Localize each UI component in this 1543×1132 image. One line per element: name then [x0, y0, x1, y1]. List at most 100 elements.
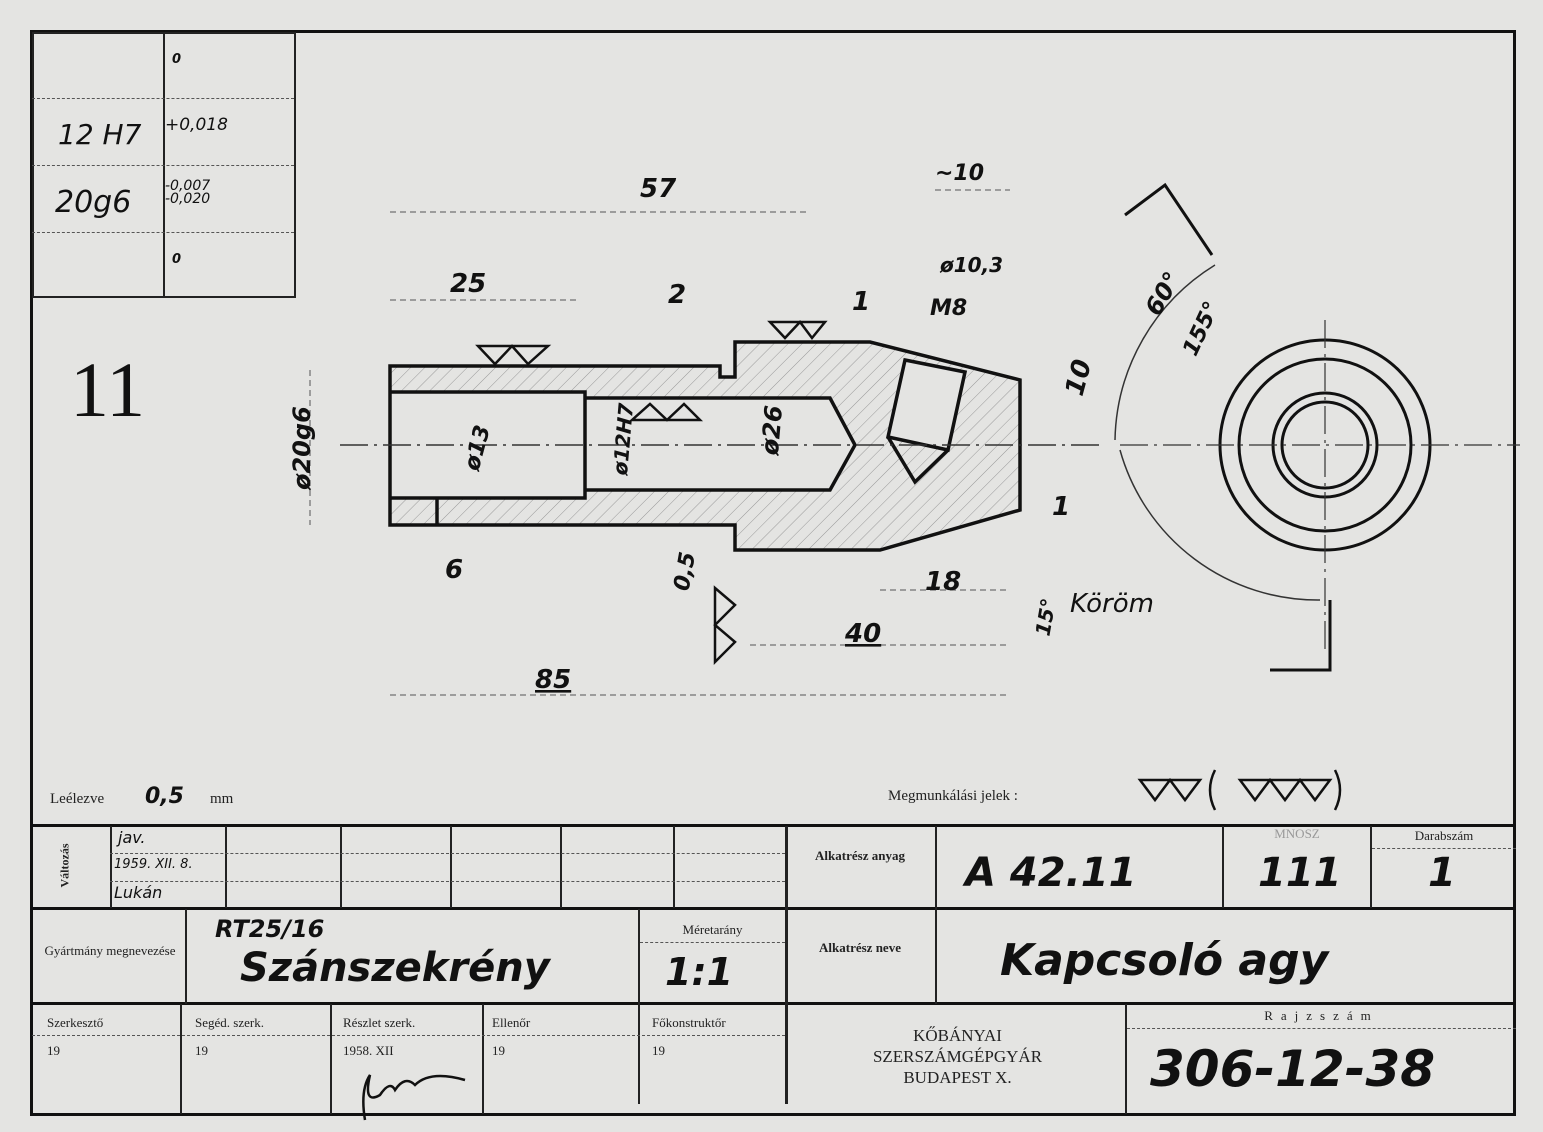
- dim-12h7: ø12H7: [608, 402, 638, 477]
- company-line: SZERSZÁMGÉPGYÁR: [872, 1047, 1043, 1066]
- divider: [560, 826, 562, 908]
- tolerance-fit: 12 H7: [58, 118, 142, 151]
- role-label: Segéd. szerk.: [195, 1015, 264, 1030]
- dim-26: ø26: [756, 404, 788, 457]
- company-line: BUDAPEST X.: [903, 1068, 1012, 1087]
- dim-10-3: ø10,3: [939, 253, 1003, 277]
- divider: [180, 1004, 182, 1114]
- divider: [330, 1004, 332, 1114]
- standard-label: MNOSZ: [1274, 826, 1320, 841]
- angle-155: 155°: [1178, 298, 1225, 360]
- divider: [1125, 1004, 1127, 1114]
- machining-label: Megmunkálási jelek :: [888, 788, 1018, 804]
- part-name-label: Alkatrész neve: [819, 940, 901, 955]
- dim-10-top: ~10: [935, 161, 984, 186]
- role-label: Részlet szerk.: [343, 1015, 416, 1030]
- row-line: [110, 853, 785, 854]
- material-value: A 42.11: [965, 850, 1137, 896]
- quantity-value: 1: [1428, 850, 1456, 896]
- drawing-number: 306-12-38: [1150, 1040, 1436, 1098]
- standard-value: 111: [1258, 850, 1342, 896]
- divider: [935, 826, 937, 1004]
- title-block-line: [32, 1002, 1516, 1005]
- angle-15: 15°: [1031, 596, 1061, 637]
- surface-finish-symbols: [475, 320, 828, 666]
- divider: [673, 826, 675, 908]
- material-label: Alkatrész anyag: [815, 848, 905, 863]
- dim-0-5: 0,5: [670, 550, 701, 593]
- dim-20g6: ø20g6: [288, 406, 316, 491]
- role-value: 19: [652, 1043, 665, 1058]
- tolerance-deviation: -0,007 -0,020: [165, 178, 211, 207]
- title-block-line: [32, 907, 1516, 910]
- tolerance-fit: 20g6: [55, 185, 132, 220]
- product-name: Szánszekrény: [240, 945, 550, 991]
- note-korom: Köröm: [1070, 589, 1154, 619]
- role-value: 1958. XII: [343, 1043, 394, 1058]
- row-line: [640, 942, 785, 943]
- tolerance-row-line: [32, 165, 294, 166]
- tolerance-deviation: 0: [172, 52, 182, 67]
- dim-18: 18: [925, 567, 961, 597]
- angle-60: 60°: [1140, 267, 1187, 320]
- tolerance-row-line: [32, 232, 294, 233]
- divider: [450, 826, 452, 908]
- sheet-number: 11: [70, 346, 146, 433]
- divider: [110, 826, 112, 908]
- dim-25: 25: [450, 269, 486, 299]
- role-value: 19: [195, 1043, 208, 1058]
- dim-10-side: 10: [1060, 356, 1098, 399]
- signature: [362, 1074, 466, 1121]
- scale-label: Méretarány: [682, 922, 743, 937]
- chamfer-value: 0,5: [145, 784, 184, 809]
- divider: [482, 1004, 484, 1114]
- role-label: Főkonstruktőr: [652, 1015, 726, 1030]
- change-entry: 1959. XII. 8.: [114, 857, 193, 872]
- title-block-top: [32, 824, 1516, 827]
- divider: [1370, 826, 1372, 908]
- role-value: 19: [492, 1043, 505, 1058]
- row-line: [1127, 1028, 1516, 1029]
- role-value: 19: [47, 1043, 60, 1058]
- dim-1-top: 1: [852, 287, 870, 317]
- drawing-frame: [30, 30, 1516, 1116]
- divider: [225, 826, 227, 908]
- dim-1-side: 1: [1052, 492, 1070, 522]
- change-entry: Lukán: [114, 883, 163, 902]
- dim-13: ø13: [460, 423, 496, 475]
- role-label: Szerkesztő: [47, 1015, 104, 1030]
- part-drawing: 57 ~10 ø10,3 M8 25 2 10 60° 155° ø20g6 ø…: [50, 161, 1520, 811]
- dim-m8: M8: [930, 296, 967, 321]
- tolerance-row-line: [32, 98, 294, 99]
- dim-57: 57: [640, 174, 677, 204]
- product-code: RT25/16: [215, 915, 325, 943]
- divider: [638, 909, 640, 1104]
- change-entry: jav.: [118, 828, 146, 847]
- dim-85: 85: [535, 665, 571, 695]
- section-arrow-top: [1124, 182, 1214, 256]
- dim-6: 6: [445, 555, 463, 585]
- chamfer-label: Leélezve: [50, 791, 104, 807]
- dim-2: 2: [668, 280, 686, 310]
- company-line: KŐBÁNYAI: [913, 1026, 1002, 1045]
- side-view: [1124, 182, 1432, 672]
- scale-value: 1:1: [665, 950, 734, 994]
- row-line: [110, 881, 785, 882]
- dim-40: 40: [844, 619, 881, 649]
- quantity-label: Darabszám: [1414, 828, 1474, 843]
- chamfer-unit: mm: [210, 791, 234, 807]
- part-name-value: Kapcsoló agy: [1000, 935, 1329, 986]
- row-line: [32, 1035, 785, 1036]
- divider: [785, 826, 788, 1104]
- divider: [1222, 826, 1224, 908]
- change-label: Változás: [57, 843, 72, 888]
- divider: [185, 909, 187, 1004]
- tolerance-deviation: +0,018: [165, 115, 228, 135]
- machining-symbols: [1137, 769, 1342, 811]
- tolerance-deviation: 0: [172, 252, 182, 267]
- row-line: [1372, 848, 1516, 849]
- role-label: Ellenőr: [492, 1015, 531, 1030]
- product-label: Gyártmány megnevezése: [44, 943, 176, 958]
- drawing-number-label: Rajzszám: [1264, 1008, 1379, 1023]
- company-name: KŐBÁNYAI SZERSZÁMGÉPGYÁR BUDAPEST X.: [790, 1025, 1125, 1088]
